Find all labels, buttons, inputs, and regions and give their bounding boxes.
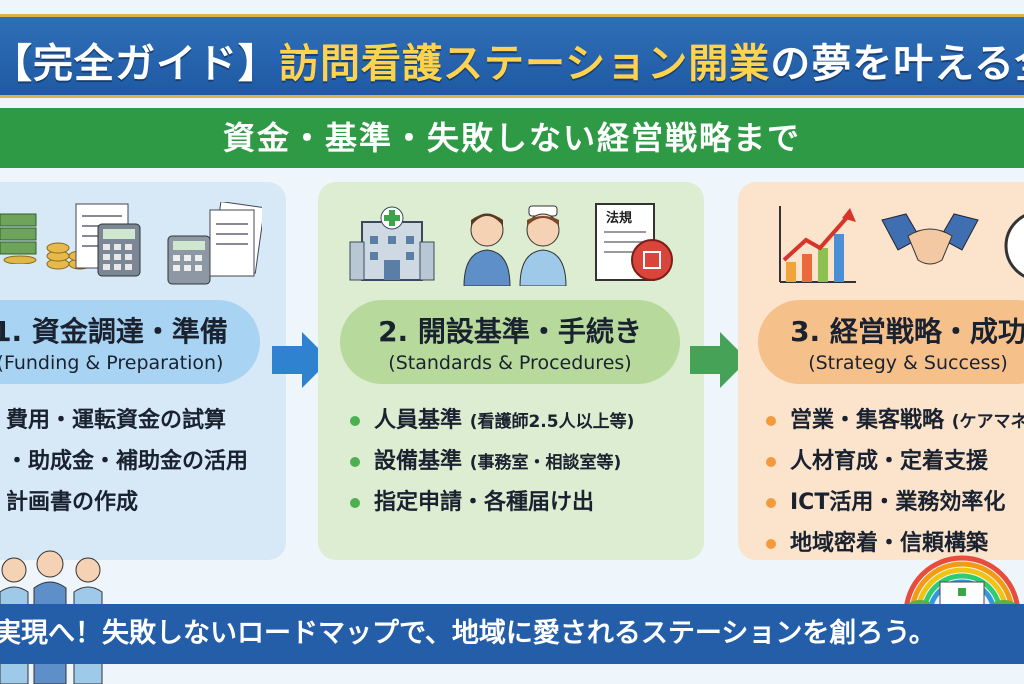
list-item: 計画書の作成: [6, 490, 139, 515]
list-item: 人材育成・定着支援: [766, 443, 1024, 484]
list-item: ・助成金・補助金の活用: [6, 449, 249, 474]
subtitle-banner: 資金・基準・失敗しない経営戦略まで: [0, 108, 1024, 168]
hospital-icon: [349, 206, 435, 281]
list-item: 設備基準 (事務室・相談室等): [350, 443, 634, 484]
item-main: 設備基準: [374, 449, 463, 474]
standards-subheading: (Standards & Procedures): [388, 352, 632, 374]
item-main: 営業・集客戦略: [790, 408, 945, 433]
strategy-heading-pill: 3. 経営戦略・成功 (Strategy & Success): [758, 300, 1024, 384]
list-item: 費用・運転資金の試算: [6, 408, 227, 433]
paper-stack-icon: [209, 202, 262, 277]
funding-heading: 1. 資金調達・準備: [0, 315, 228, 348]
item-note: (ケアマネ: [951, 412, 1024, 432]
item-main: ICT活用・業務効率化: [790, 490, 1006, 515]
arrow-right-icon: [690, 332, 748, 388]
calculator-icon-2: [167, 235, 211, 285]
legal-document-icon: 法規: [595, 203, 673, 281]
arrow-right-icon: [272, 332, 330, 388]
funding-heading-pill: 1. 資金調達・準備 (Funding & Preparation): [0, 300, 260, 384]
bullet-icon: [350, 457, 360, 467]
item-main: 指定申請・各種届け出: [374, 490, 595, 515]
clock-icon: [1004, 214, 1024, 278]
list-item: 地域密着・信頼構築: [766, 525, 1024, 566]
list-item: 指定申請・各種届け出: [350, 484, 634, 525]
legal-document-label: 法規: [606, 210, 632, 226]
nurse-icon: [463, 213, 511, 286]
bullet-icon: [350, 416, 360, 426]
growth-chart-icon: [779, 206, 856, 283]
list-item: 営業・集客戦略 (ケアマネ: [766, 402, 1024, 443]
item-main: 人員基準: [374, 408, 463, 433]
bullet-icon: [766, 498, 776, 508]
funding-list: 費用・運転資金の試算 ・助成金・補助金の活用 計画書の作成: [6, 402, 248, 525]
strategy-list: 営業・集客戦略 (ケアマネ 人材育成・定着支援 ICT活用・業務効率化 地域密着…: [766, 402, 1024, 566]
title-suffix: の夢を叶える全手順: [770, 41, 1024, 87]
title-banner: 【完全ガイド】訪問看護ステーション開業の夢を叶える全手順: [0, 14, 1024, 98]
bullet-icon: [766, 539, 776, 549]
bullet-icon: [766, 416, 776, 426]
calculator-icon: [97, 223, 141, 277]
item-note: (事務室・相談室等): [469, 453, 622, 473]
panel-strategy: 3. 経営戦略・成功 (Strategy & Success) 営業・集客戦略 …: [738, 182, 1024, 560]
handshake-icon: [881, 213, 979, 265]
footer-text: 実現へ！失敗しないロードマップで、地域に愛されるステーションを創ろう。: [0, 618, 936, 649]
title-prefix: 【完全ガイド】: [0, 41, 279, 87]
bullet-icon: [350, 498, 360, 508]
title-highlight: 訪問看護ステーション開業: [279, 41, 771, 87]
panel-standards: 法規 2. 開設基準・手続き (Standards & Procedures) …: [318, 182, 704, 560]
footer-banner: 実現へ！失敗しないロードマップで、地域に愛されるステーションを創ろう。: [0, 604, 1024, 664]
item-main: 人材育成・定着支援: [790, 449, 989, 474]
money-stack-icon: [0, 213, 37, 264]
nurse-icon-2: [519, 205, 567, 286]
standards-heading: 2. 開設基準・手続き: [378, 315, 642, 348]
list-item: 人員基準 (看護師2.5人以上等): [350, 402, 634, 443]
panel-funding: 1. 資金調達・準備 (Funding & Preparation) 費用・運転…: [0, 182, 286, 560]
page-title: 【完全ガイド】訪問看護ステーション開業の夢を叶える全手順: [0, 31, 1024, 89]
item-main: 地域密着・信頼構築: [790, 531, 989, 556]
strategy-heading: 3. 経営戦略・成功: [790, 315, 1024, 348]
funding-subheading: (Funding & Preparation): [0, 352, 224, 374]
standards-list: 人員基準 (看護師2.5人以上等) 設備基準 (事務室・相談室等) 指定申請・各…: [350, 402, 634, 525]
standards-heading-pill: 2. 開設基準・手続き (Standards & Procedures): [340, 300, 680, 384]
list-item: ICT活用・業務効率化: [766, 484, 1024, 525]
strategy-subheading: (Strategy & Success): [808, 352, 1008, 374]
bullet-icon: [766, 457, 776, 467]
item-note: (看護師2.5人以上等): [469, 412, 635, 432]
